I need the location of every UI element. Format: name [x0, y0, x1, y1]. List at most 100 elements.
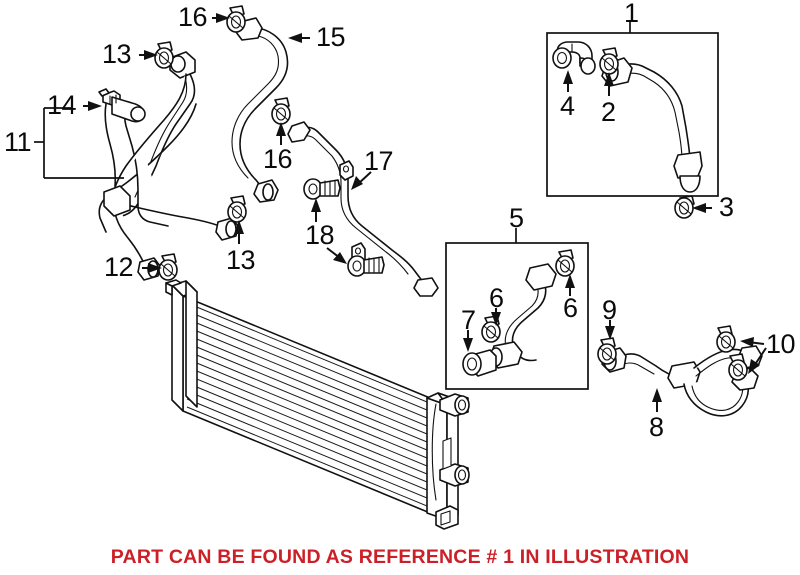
- arrow-18-lower: [333, 252, 347, 264]
- leader-lines: [34, 13, 767, 412]
- radiator-assembly: [165, 279, 470, 530]
- clamp-16-top: [226, 5, 246, 33]
- clamp-6-right-bore: [559, 259, 571, 273]
- bolt-18-upper-drive: [308, 183, 318, 195]
- hose-1-inner: [617, 72, 683, 161]
- pipe-17-inner: [299, 135, 409, 275]
- reference-caption: PART CAN BE FOUND AS REFERENCE # 1 IN IL…: [110, 546, 690, 568]
- pipe-17-end-lower: [413, 277, 439, 297]
- bolt-18-lower: [347, 255, 385, 277]
- arrow-9: [605, 326, 615, 340]
- radiator-left-tab-top: [165, 279, 182, 287]
- fitting-14-tab: [98, 88, 110, 97]
- clamp-3: [674, 195, 695, 219]
- hose-5-top-cuff: [525, 263, 557, 291]
- arrow-13-lower: [234, 220, 244, 234]
- radiator-core: [182, 295, 448, 521]
- callout-9: 9: [602, 295, 617, 325]
- radiator-tank-slot: [442, 437, 452, 470]
- clamp-9: [597, 337, 617, 365]
- clamp-10-lower-bore: [732, 363, 744, 377]
- clamp-16-lower-band: [273, 107, 289, 121]
- clamp-13-lower-bore: [231, 205, 243, 219]
- hose-1-end: [679, 175, 701, 193]
- callout-2: 2: [601, 97, 616, 127]
- clamp-13-top: [154, 41, 174, 69]
- clamp-10-lower-band: [730, 363, 746, 377]
- arrow-6-right: [565, 274, 575, 288]
- clamp-16-top-band: [228, 15, 244, 29]
- bolt-18-upper-threads: [324, 180, 336, 196]
- fitting-14-head: [130, 106, 146, 122]
- callout-6-left: 6: [489, 283, 504, 313]
- arrow-8: [652, 388, 662, 402]
- quick-connect-fitting-14: [98, 88, 146, 123]
- bolt-18-lower-threads: [368, 257, 380, 273]
- arrow-14: [88, 101, 102, 111]
- detail-box-5: [445, 242, 589, 390]
- hose-A: [111, 73, 187, 199]
- callout-10: 10: [766, 329, 796, 359]
- arrow-10-lower: [748, 359, 760, 374]
- pipe-17-mount-tab-upper: [339, 160, 354, 181]
- radiator-upper-port-mouth: [454, 395, 470, 415]
- clamp-2-bore: [603, 57, 615, 71]
- callout-3: 3: [719, 192, 734, 222]
- pipe-17-end-upper: [287, 121, 311, 143]
- clamp-10-upper-bore: [720, 335, 732, 349]
- clamp-13-top-bore: [158, 51, 170, 65]
- arrow-4: [563, 70, 573, 84]
- hose-5-inner: [504, 281, 539, 353]
- arrow-15: [288, 33, 302, 43]
- clamp-12: [158, 253, 178, 281]
- callout-13-lower: 13: [226, 245, 256, 275]
- callout-13-top: 13: [102, 39, 132, 69]
- connector-7: [462, 349, 497, 377]
- clamp-6-right: [555, 249, 575, 277]
- callout-15: 15: [316, 22, 346, 52]
- arrow-2: [604, 72, 614, 86]
- radiator-upper-port-bore: [457, 399, 467, 411]
- hose-5-body: [511, 277, 547, 362]
- radiator-lower-port-mouth: [454, 465, 470, 485]
- hose-assembly-11: [98, 51, 239, 281]
- hose-1-lower-cuff: [673, 151, 703, 179]
- hose-11-y-collar: [103, 185, 131, 217]
- clamp-9-bore: [601, 347, 613, 361]
- clamp-9-band: [599, 347, 615, 361]
- arrow-10-upper: [740, 337, 754, 347]
- radiator-foot-hole: [440, 510, 451, 526]
- callout-11: 11: [4, 127, 32, 157]
- radiator-left-tank-face: [171, 284, 184, 412]
- bolt-18-upper: [303, 178, 341, 200]
- clamp-6-left-band: [483, 325, 499, 339]
- hose-C-horizontal: [121, 203, 225, 229]
- hose-assembly-8: [601, 345, 763, 417]
- connector-7-mouth: [462, 352, 482, 376]
- arrow-17: [351, 176, 363, 190]
- callout-12: 12: [104, 252, 134, 282]
- callout-8: 8: [649, 412, 664, 442]
- clamp-10-lower: [728, 353, 748, 381]
- bolt-18-lower-drive: [352, 260, 362, 272]
- radiator-tank-contour: [431, 403, 437, 501]
- callout-18: 18: [305, 220, 335, 250]
- arrow-13-top: [144, 50, 158, 60]
- clamp-13-lower-band: [229, 205, 245, 219]
- callout-4: 4: [560, 91, 575, 121]
- fitting-14-ribs: [109, 94, 117, 105]
- detail-box-1-frame: [546, 32, 719, 197]
- radiator-lower-port-bore: [457, 469, 467, 481]
- pipe-17-tab-hole-lower: [354, 247, 362, 255]
- callout-16-top: 16: [178, 2, 208, 32]
- radiator-fins: [186, 302, 445, 514]
- clamp-6-right-band: [557, 259, 573, 273]
- callout-1: 1: [624, 0, 639, 28]
- elbow-4-mouth: [552, 47, 572, 69]
- arrow-6-left: [491, 312, 501, 326]
- hose-15-inner: [231, 35, 280, 179]
- clamp-12-band: [160, 263, 176, 277]
- pipe-17-tab-hole-upper: [342, 165, 350, 173]
